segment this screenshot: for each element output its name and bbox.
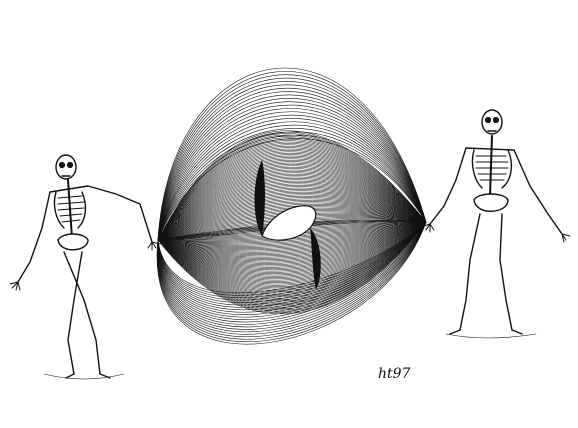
artist-signature: ht97: [378, 366, 411, 382]
outer-sweep-line-lower: [157, 221, 427, 320]
lens-line-lower: [157, 221, 427, 247]
lens-line-lower: [157, 221, 427, 264]
lens-line-lower: [157, 221, 427, 314]
lens-line-upper: [157, 175, 427, 241]
lens-line-lower: [157, 221, 427, 265]
lens-line-upper: [157, 191, 427, 241]
dense-lens-shape: [157, 130, 427, 314]
outer-sweep-line-upper: [157, 114, 427, 241]
twisted-center-hole: [254, 160, 321, 290]
lens-line-lower: [157, 221, 427, 254]
lens-line-upper: [157, 182, 427, 241]
lens-line-upper: [157, 203, 427, 241]
lens-line-upper: [157, 173, 427, 241]
outer-sweep-line-lower: [157, 221, 427, 318]
lens-line-lower: [157, 221, 427, 244]
lens-line-upper: [157, 190, 427, 241]
outer-sweep-line-upper: [157, 124, 427, 241]
lens-line-lower: [157, 221, 427, 252]
right-skeleton-figure: [423, 109, 571, 339]
lens-line-upper: [157, 189, 427, 241]
lens-line-upper: [157, 200, 427, 241]
lens-line-lower: [157, 221, 427, 249]
lens-line-upper: [157, 168, 427, 241]
lens-line-upper: [157, 183, 427, 241]
lens-line-lower: [157, 221, 427, 269]
lens-line-upper: [157, 187, 427, 241]
lens-line-upper: [157, 205, 427, 241]
lens-line-lower: [157, 221, 427, 260]
lens-line-lower: [157, 221, 427, 268]
lens-line-lower: [157, 221, 427, 281]
lens-line-lower: [157, 221, 427, 255]
lens-line-lower: [157, 221, 427, 248]
lens-line-upper: [157, 197, 427, 241]
lens-line-upper: [157, 172, 427, 241]
lens-line-lower: [157, 221, 427, 273]
lens-line-lower: [157, 221, 427, 282]
outer-sweep-line-upper: [157, 108, 427, 241]
lens-line-lower: [157, 221, 427, 253]
lens-line-lower: [157, 221, 427, 283]
outer-sweep-line-upper: [157, 111, 427, 241]
lens-line-lower: [157, 221, 427, 263]
lens-line-lower: [157, 221, 427, 267]
lens-line-upper: [157, 201, 427, 241]
lens-line-upper: [157, 169, 427, 241]
outer-sweep-line-upper: [157, 138, 427, 241]
outer-sweep-line-upper: [157, 104, 427, 241]
outer-sweep-line-lower: [157, 221, 427, 323]
outer-sweep-line-upper: [157, 128, 427, 241]
left-skeleton-figure: [9, 154, 161, 380]
lens-line-lower: [157, 221, 427, 262]
lens-line-lower: [157, 221, 427, 280]
lens-line-lower: [157, 221, 427, 246]
lens-line-lower: [157, 221, 427, 245]
lens-line-upper: [157, 185, 427, 241]
lens-line-upper: [157, 171, 427, 241]
lens-line-upper: [157, 202, 427, 241]
lens-line-lower: [157, 221, 427, 258]
lens-line-upper: [157, 195, 427, 241]
lens-line-upper: [157, 178, 427, 241]
lens-line-upper: [157, 180, 427, 241]
lens-line-lower: [157, 221, 427, 276]
lens-line-upper: [157, 193, 427, 241]
outer-sweep-line-upper: [157, 118, 427, 241]
lens-line-lower: [157, 221, 427, 251]
outer-sweep-line-upper: [157, 131, 427, 241]
lens-line-lower: [157, 221, 427, 257]
lens-line-upper: [157, 206, 427, 241]
lens-line-upper: [157, 194, 427, 241]
lens-line-lower: [157, 221, 427, 278]
lens-line-lower: [157, 221, 427, 271]
outer-sweep-line-upper: [157, 121, 427, 241]
lens-line-upper: [157, 179, 427, 241]
lens-line-lower: [157, 221, 427, 259]
lens-line-upper: [157, 207, 427, 241]
lens-line-upper: [157, 211, 427, 241]
lens-line-upper: [157, 176, 427, 241]
lens-line-lower: [157, 221, 427, 274]
lens-line-lower: [157, 221, 427, 272]
lens-line-upper: [157, 186, 427, 241]
lens-line-upper: [157, 198, 427, 241]
lens-line-upper: [157, 210, 427, 241]
lens-line-lower: [157, 221, 427, 285]
lens-line-lower: [157, 221, 427, 277]
